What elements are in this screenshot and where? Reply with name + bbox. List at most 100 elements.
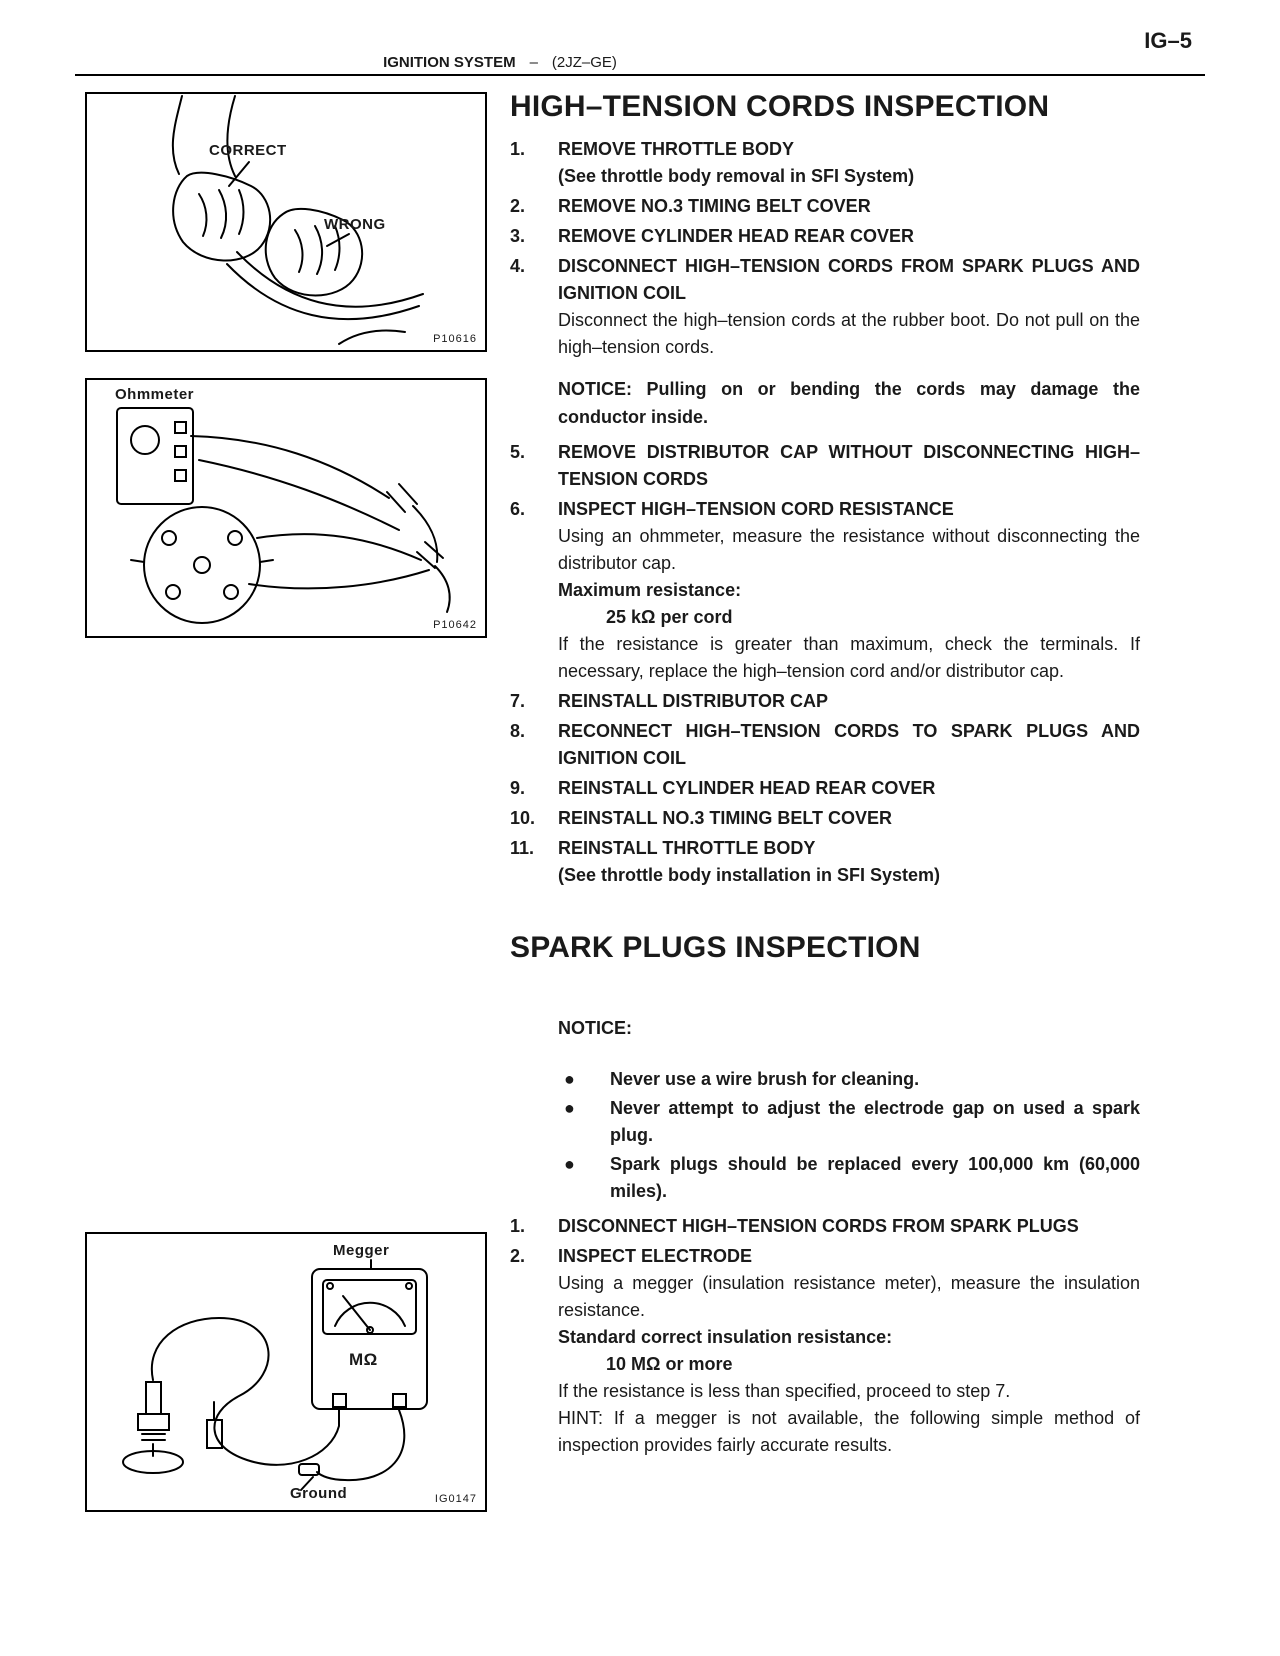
step-heading: DISCONNECT HIGH–TENSION CORDS FROM SPARK…	[558, 256, 1140, 303]
high-tension-cords-steps: 1. REMOVE THROTTLE BODY (See throttle body…	[510, 136, 1140, 889]
step-content: REMOVE NO.3 TIMING BELT COVER	[558, 193, 1140, 220]
figure-code: P10616	[433, 333, 477, 345]
step-number: 6.	[510, 498, 526, 519]
step-number: 5.	[510, 441, 526, 462]
step-text: Using an ohmmeter, measure the resistanc…	[558, 525, 1140, 573]
step-content: REMOVE THROTTLE BODY (See throttle body r…	[558, 136, 1140, 190]
step-item: 2. INSPECT ELECTRODE Using a megger (insul…	[510, 1243, 1140, 1459]
notice-bullet-list: ● Never use a wire brush for cleaning. ● Ne…	[558, 1066, 1140, 1205]
step-item: 5. REMOVE DISTRIBUTOR CAP WITHOUT DISCONN…	[510, 439, 1140, 493]
step-content: DISCONNECT HIGH–TENSION CORDS FROM SPARK…	[558, 253, 1140, 436]
step-text: Standard correct insulation resistance:	[558, 1326, 893, 1347]
step-heading: INSPECT ELECTRODE	[558, 1245, 753, 1266]
step-content: REINSTALL THROTTLE BODY(See throttle bod…	[558, 835, 1140, 889]
header-dash: –	[529, 54, 538, 71]
step-content: DISCONNECT HIGH–TENSION CORDS FROM SPARK…	[558, 1213, 1140, 1240]
wrong-label: WRONG	[324, 216, 386, 233]
step-number: 7.	[510, 690, 526, 711]
figure-code: P10642	[433, 619, 477, 631]
step-number: 4.	[510, 256, 526, 276]
header-engine-code: (2JZ–GE)	[551, 54, 617, 71]
hands-gripping-cord-illustration	[171, 95, 424, 345]
step-item: 9. REINSTALL CYLINDER HEAD REAR COVER	[510, 775, 1140, 802]
notice-label: NOTICE:	[558, 1017, 632, 1038]
step-text: HINT: If a megger is not available, the …	[558, 1407, 1140, 1455]
step-number: 9.	[510, 777, 526, 798]
step-heading: REMOVE NO.3 TIMING BELT COVER	[558, 196, 871, 216]
step-number: 11.	[510, 837, 535, 858]
step-number: 2.	[510, 196, 526, 216]
step-content: INSPECT ELECTRODE Using a megger (insulat…	[558, 1243, 1140, 1459]
step-text: Disconnect the high–tension cords at the…	[558, 310, 1140, 357]
step-item: 4. DISCONNECT HIGH–TENSION CORDS FROM SPA…	[510, 253, 1140, 436]
step-item: 3. REMOVE CYLINDER HEAD REAR COVER	[510, 223, 1140, 250]
step-number: 1.	[510, 1215, 526, 1236]
step-text: NOTICE: Pulling on or bending the cords …	[558, 379, 1140, 427]
ohmmeter-label: Ohmmeter	[115, 386, 195, 403]
step-number: 2.	[510, 1245, 526, 1266]
spark-plugs-steps: 1. DISCONNECT HIGH–TENSION CORDS FROM SPA…	[510, 1213, 1140, 1459]
step-content: RECONNECT HIGH–TENSION CORDS TO SPARK PL…	[558, 718, 1140, 772]
step-heading: RECONNECT HIGH–TENSION CORDS TO SPARK PL…	[558, 720, 1140, 768]
page-number: IG–5	[1144, 28, 1192, 53]
figure-megger-spark-plug: Megger MΩ Ground IG0147	[85, 1232, 487, 1512]
section-title-spark-plugs: SPARK PLUGS INSPECTION	[510, 930, 921, 964]
bullet-icon: ●	[564, 1068, 575, 1089]
step-heading: REINSTALL NO.3 TIMING BELT COVER	[558, 807, 893, 828]
notice-block: NOTICE: ● Never use a wire brush for clea…	[558, 1015, 1140, 1205]
header-rule	[75, 74, 1205, 76]
step-text: (See throttle body installation in SFI S…	[558, 864, 941, 885]
step-item: 8. RECONNECT HIGH–TENSION CORDS TO SPARK …	[510, 718, 1140, 772]
bullet-text: Spark plugs should be replaced every 100…	[610, 1153, 1140, 1201]
step-number: 8.	[510, 720, 526, 741]
figure-cord-grip: CORRECT WRONG P10616	[85, 92, 487, 352]
step-item: 11. REINSTALL THROTTLE BODY(See throttle …	[510, 835, 1140, 889]
procedure-column: HIGH–TENSION CORDS INSPECTION 1. REMOVE T…	[510, 90, 1140, 1462]
step-text: Using a megger (insulation resistance me…	[558, 1272, 1140, 1320]
megger-spark-plug-illustration	[122, 1259, 428, 1491]
figure-code: IG0147	[434, 1493, 477, 1505]
notice-bullet: ● Never attempt to adjust the electrode g…	[558, 1095, 1140, 1149]
bullet-icon: ●	[564, 1153, 575, 1174]
step-item: 2. REMOVE NO.3 TIMING BELT COVER	[510, 193, 1140, 220]
ohmmeter-distributor-illustration	[116, 407, 451, 624]
bullet-text: Never attempt to adjust the electrode ga…	[610, 1097, 1140, 1145]
step-heading: REMOVE DISTRIBUTOR CAP WITHOUT DISCONNEC…	[558, 441, 1140, 489]
step-content: REMOVE DISTRIBUTOR CAP WITHOUT DISCONNEC…	[558, 439, 1140, 493]
header-section-name: IGNITION SYSTEM	[383, 54, 516, 71]
step-text: 25 kΩ per cord	[606, 606, 733, 627]
notice-bullet: ● Spark plugs should be replaced every 10…	[558, 1151, 1140, 1205]
step-item: 1. DISCONNECT HIGH–TENSION CORDS FROM SPA…	[510, 1213, 1140, 1240]
step-item: 10. REINSTALL NO.3 TIMING BELT COVER	[510, 805, 1140, 832]
step-number: 1.	[510, 139, 526, 159]
correct-label: CORRECT	[209, 142, 287, 159]
step-heading: DISCONNECT HIGH–TENSION CORDS FROM SPARK…	[558, 1215, 1079, 1236]
step-text: (See throttle body removal in SFI System…	[558, 166, 915, 186]
step-number: 10.	[510, 807, 536, 828]
notice-bullet: ● Never use a wire brush for cleaning.	[558, 1066, 1140, 1093]
step-text: If the resistance is greater than maximu…	[558, 633, 1140, 681]
page-header: IGNITION SYSTEM–(2JZ–GE)	[0, 54, 1000, 71]
step-heading: REMOVE THROTTLE BODY	[558, 139, 795, 159]
step-item: 1. REMOVE THROTTLE BODY (See throttle body…	[510, 136, 1140, 190]
step-heading: REMOVE CYLINDER HEAD REAR COVER	[558, 226, 915, 246]
step-content: REINSTALL CYLINDER HEAD REAR COVER	[558, 775, 1140, 802]
bullet-icon: ●	[564, 1097, 575, 1118]
step-heading: REINSTALL CYLINDER HEAD REAR COVER	[558, 777, 936, 798]
megohm-scale-label: MΩ	[349, 1350, 378, 1369]
ground-label: Ground	[290, 1485, 348, 1502]
step-text: 10 MΩ or more	[606, 1353, 733, 1374]
step-number: 3.	[510, 226, 526, 246]
figure-ohmmeter-distributor: Ohmmeter P10642	[85, 378, 487, 638]
step-content: REMOVE CYLINDER HEAD REAR COVER	[558, 223, 1140, 250]
step-content: REINSTALL DISTRIBUTOR CAP	[558, 688, 1140, 715]
section-title-high-tension-cords: HIGH–TENSION CORDS INSPECTION	[510, 90, 1050, 123]
bullet-text: Never use a wire brush for cleaning.	[610, 1068, 920, 1089]
step-item: 7. REINSTALL DISTRIBUTOR CAP	[510, 688, 1140, 715]
megger-label: Megger	[333, 1242, 390, 1259]
step-text: If the resistance is less than specified…	[558, 1380, 1011, 1401]
step-content: REINSTALL NO.3 TIMING BELT COVER	[558, 805, 1140, 832]
